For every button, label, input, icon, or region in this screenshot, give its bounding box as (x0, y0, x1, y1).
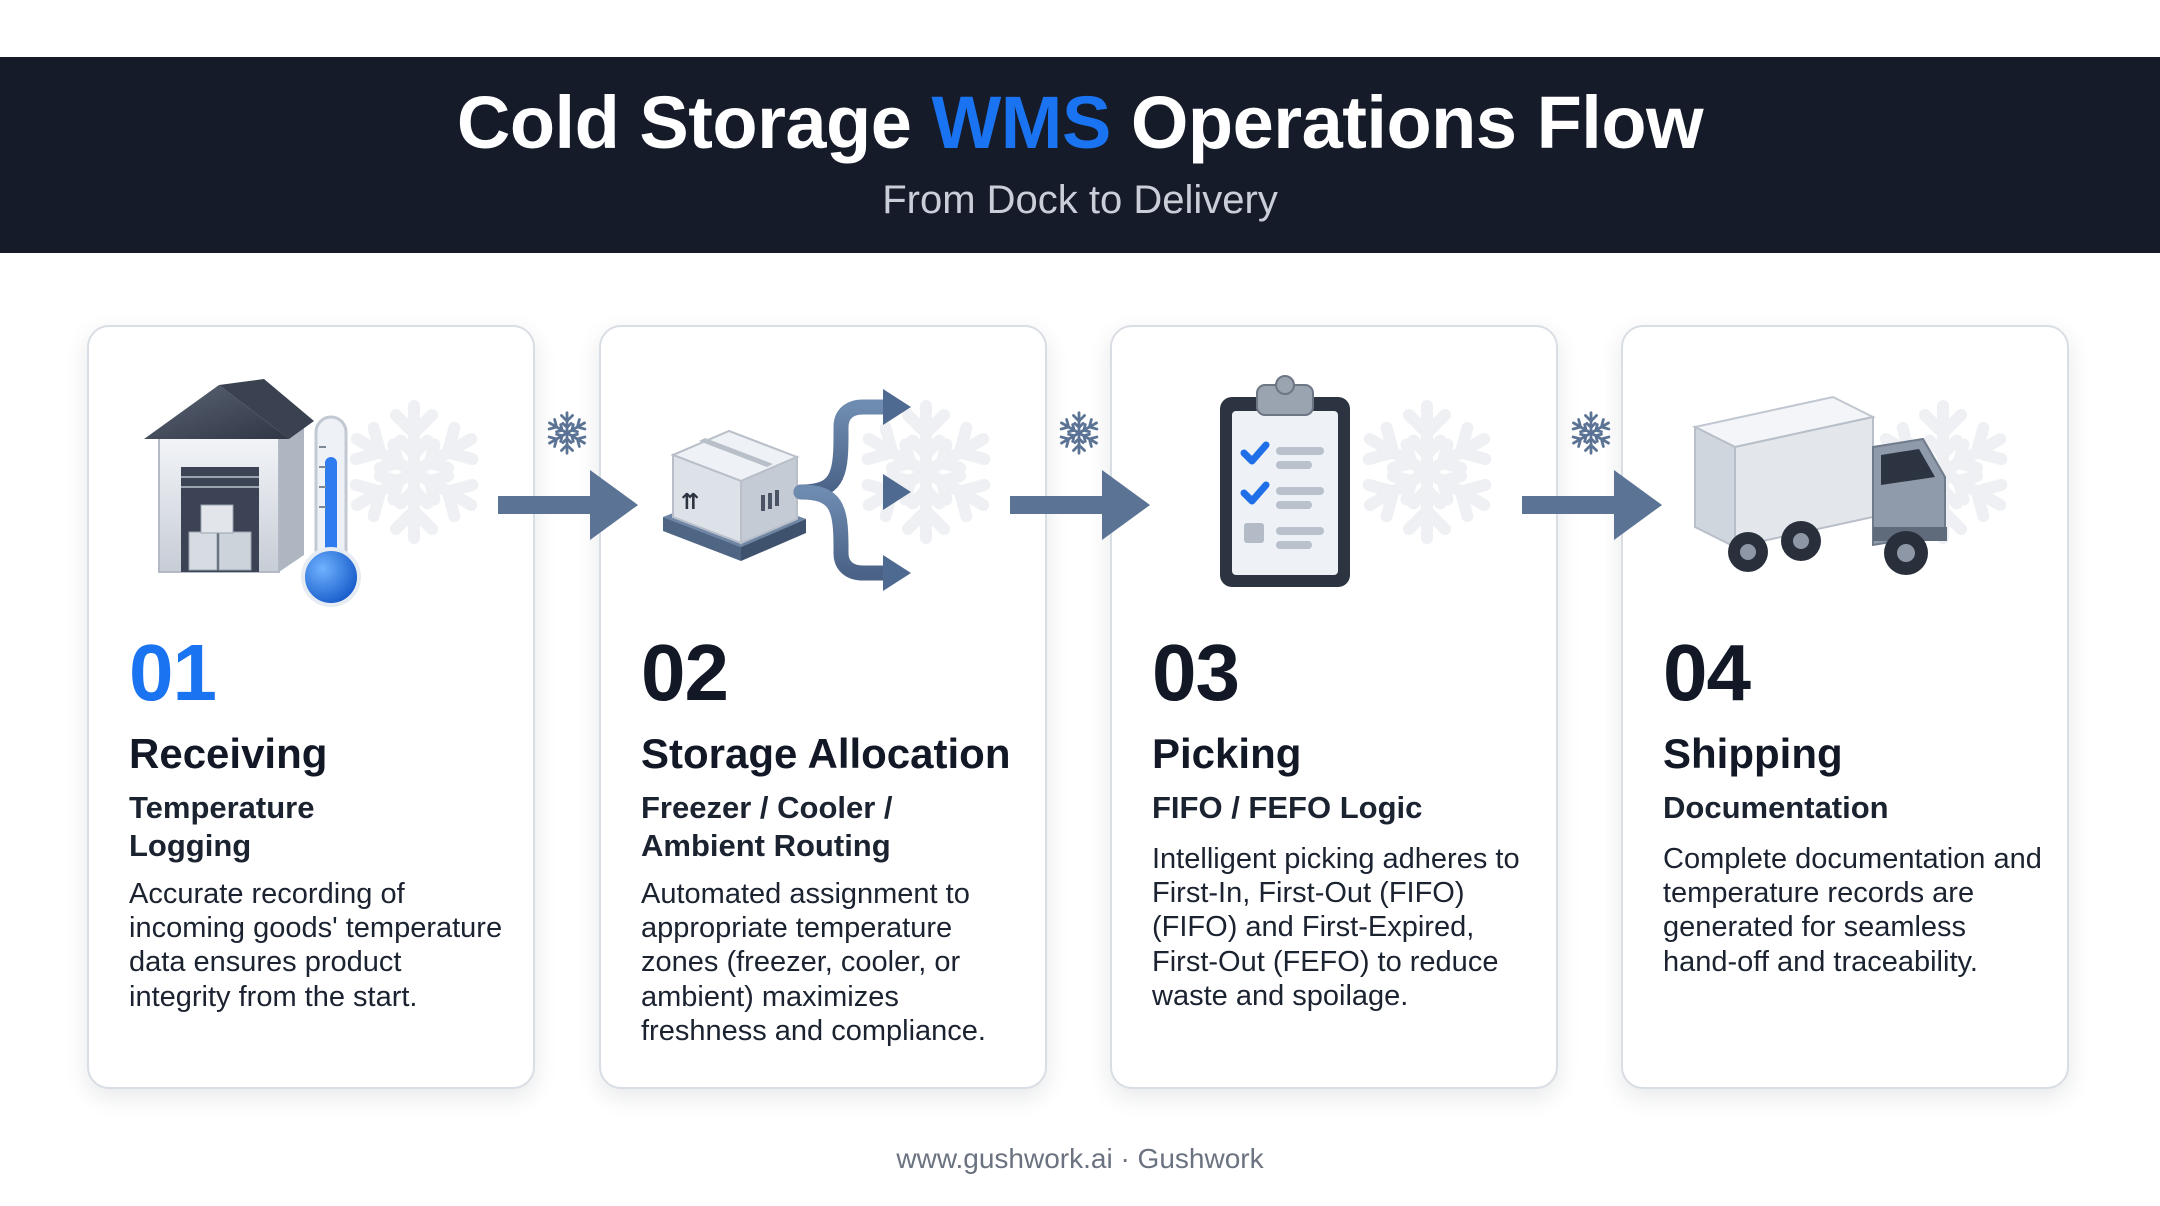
step-card-shipping: 04 Shipping Documentation Complete docum… (1621, 325, 2069, 1089)
step-number: 02 (641, 628, 729, 717)
step-subtitle: Documentation (1663, 790, 1889, 825)
delivery-truck-icon (1692, 395, 2069, 575)
page-subtitle: From Dock to Delivery (882, 178, 1278, 222)
step-title: Shipping (1663, 730, 1843, 777)
step-subtitle: FIFO / FEFO Logic (1152, 790, 1423, 825)
title-accent-text: WMS (931, 81, 1111, 164)
svg-text:⇈: ⇈ (681, 490, 699, 515)
flow-arrow-right-icon (498, 470, 638, 540)
step-description: Intelligent picking adheres to First-In,… (1152, 843, 1520, 1012)
step-description: Complete documentation and temperature r… (1663, 843, 2042, 978)
snowflake-icon (544, 410, 590, 456)
pallet-routing-icon: ⇈ (663, 389, 1047, 591)
step-card-storage-allocation: ⇈ 02 Storage Allocation Freezer / Cooler… (599, 325, 1047, 1089)
page-title: Cold Storage WMS Operations Flow (0, 86, 2160, 160)
header-banner (0, 57, 2160, 253)
step-title: Picking (1152, 730, 1302, 777)
step-card-receiving: 01 Receiving Temperature Logging Accurat… (87, 325, 535, 1089)
warehouse-thermometer-icon (144, 379, 535, 607)
footer-credit: www.gushwork.ai · Gushwork (896, 1143, 1264, 1174)
snowflake-icon (1568, 410, 1614, 456)
snowflake-icon (1056, 410, 1102, 456)
clipboard-checklist-icon (1220, 375, 1558, 587)
step-title: Storage Allocation (641, 730, 1011, 777)
step-description: Accurate recording of incoming goods' te… (129, 878, 503, 1013)
step-subtitle: Freezer / Cooler / Ambient Routing (641, 790, 893, 863)
title-text-end: Operations Flow (1110, 81, 1704, 164)
flow-arrow-right-icon (1010, 470, 1150, 540)
flow-arrow-right-icon (1522, 470, 1662, 540)
step-card-picking: 03 Picking FIFO / FEFO Logic Intelligent… (1110, 325, 1558, 1089)
title-text-start: Cold Storage (456, 81, 932, 164)
step-number: 01 (129, 628, 217, 717)
step-number: 03 (1152, 628, 1240, 717)
step-number: 04 (1663, 628, 1751, 717)
step-title: Receiving (129, 730, 328, 777)
step-subtitle: Temperature Logging (129, 790, 315, 863)
step-description: Automated assignment to appropriate temp… (641, 878, 986, 1047)
